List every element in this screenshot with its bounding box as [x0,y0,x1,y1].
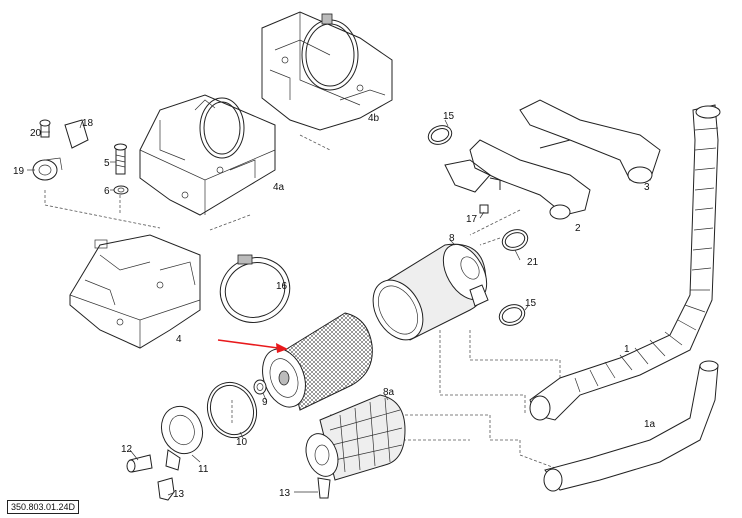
hose-1a [543,360,719,492]
label-part-8a: 8a [383,387,395,398]
end-cap-11 [160,405,204,471]
corrugated-hose-1 [529,104,721,421]
label-part-19: 19 [13,166,25,177]
hose-clamp-16 [219,254,291,323]
label-part-5: 5 [104,158,110,169]
label-part-17: 17 [466,214,478,225]
label-part-3: 3 [644,182,650,193]
bolt-and-washer [113,143,129,195]
label-part-16: 16 [276,281,288,292]
label-part-4b: 4b [368,113,380,124]
hose-clamps [427,125,529,326]
bracket-4b [261,11,393,131]
filter-housing-8 [372,243,489,341]
label-part-13-left: 13 [173,489,185,500]
label-part-13-bottom: 13 [279,488,291,499]
label-part-10: 10 [236,437,248,448]
label-part-1a: 1a [644,419,656,430]
label-part-4: 4 [176,334,182,345]
label-part-1: 1 [624,344,630,355]
filter-housing-8a [305,394,406,499]
label-leader-lines [27,119,529,496]
assembly-guide-lines [44,134,561,469]
pipe-2 [444,139,591,220]
label-part-4a: 4a [273,182,285,193]
label-part-15-top: 15 [443,111,455,122]
label-part-21: 21 [527,257,539,268]
label-part-6: 6 [104,186,110,197]
document-code-box: 350.803.01.24D [7,500,80,514]
label-part-18: 18 [82,118,94,129]
label-part-2: 2 [575,223,581,234]
bracket-4 [69,234,201,349]
label-part-20: 20 [30,128,42,139]
label-part-11: 11 [198,464,209,475]
small-hardware-left [32,119,89,181]
part-number-labels: 20 18 19 5 6 4b 4a 4 16 9 10 11 12 13 13… [13,111,656,500]
label-part-9: 9 [262,397,268,408]
label-part-12: 12 [121,444,133,455]
filter-element [262,312,373,411]
label-part-15-mid: 15 [525,298,537,309]
bracket-4a [139,94,276,216]
red-callout-arrow [217,339,288,353]
nut-9 [253,379,267,395]
label-part-8: 8 [449,233,455,244]
pipe-3 [519,99,661,184]
